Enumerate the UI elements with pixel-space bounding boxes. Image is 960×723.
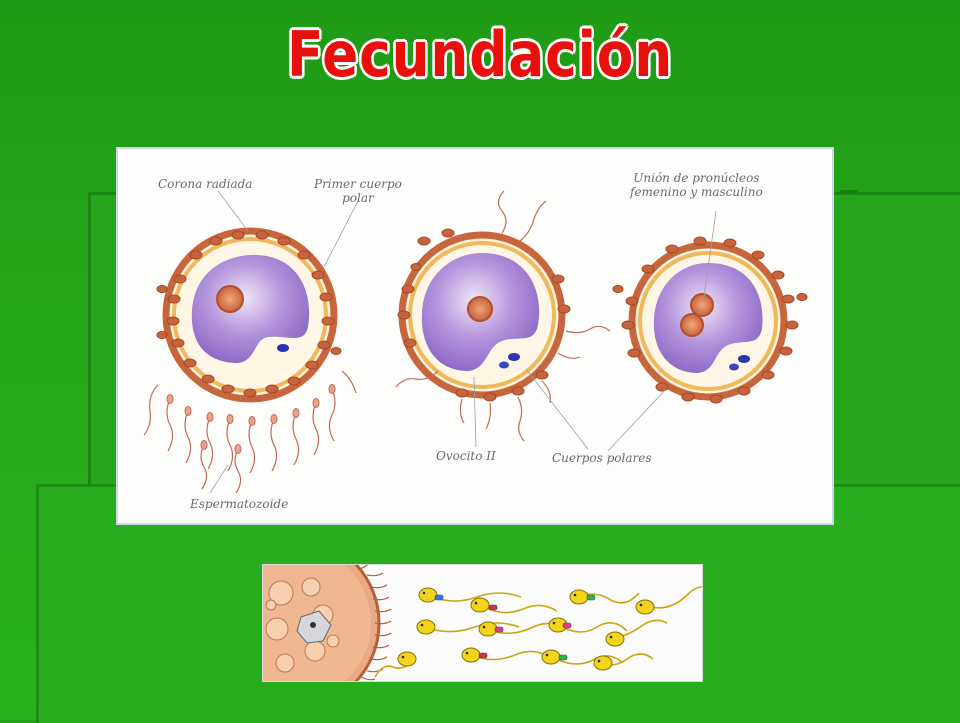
label-espermatozoide: Espermatozoide [190,497,289,511]
sperm-race-illustration [263,565,702,681]
fertilization-illustration [143,190,808,494]
label-union-pronucleos: Unión de pronúcleos femenino y masculino [630,171,763,199]
stage-2-oocyte [395,190,611,450]
stage-1-oocyte [143,190,359,494]
label-ovocito-ii: Ovocito II [436,449,496,463]
label-corona-radiada: Corona radiada [158,177,253,191]
slide-title: Fecundación [286,18,674,91]
fertilization-diagram: Corona radiada Primer cuerpo polar Unión… [116,147,834,525]
stage-3-zygote [607,210,808,452]
label-primer-cuerpo-polar: Primer cuerpo polar [314,177,402,205]
background-divider [840,190,858,193]
cartoon-egg [263,565,392,681]
sperm-cartoon-image [262,564,703,682]
label-cuerpos-polares: Cuerpos polares [552,451,652,465]
